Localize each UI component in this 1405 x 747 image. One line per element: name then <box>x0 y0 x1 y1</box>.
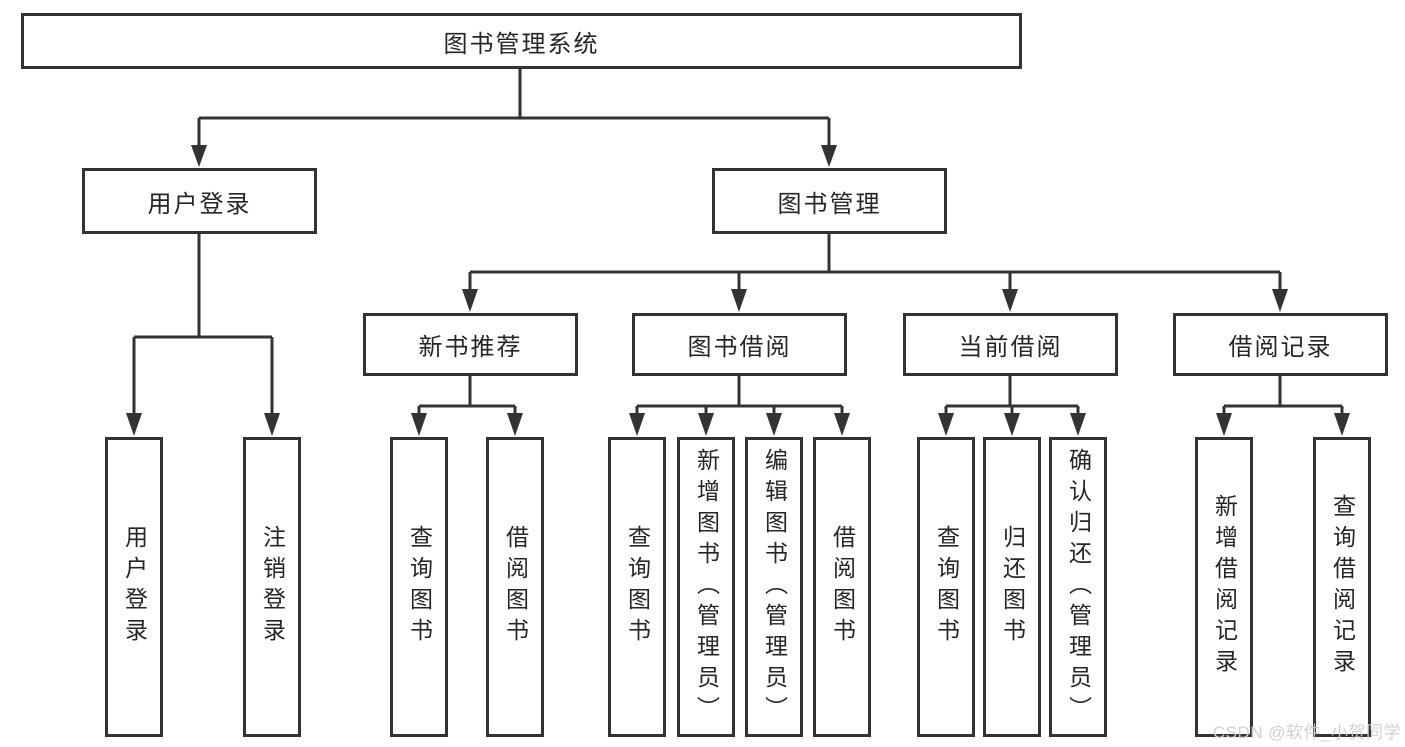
node-new-book-recommendation: 新书推荐 <box>363 313 578 376</box>
node-book-management: 图书管理 <box>712 168 947 234</box>
arrowheads-level3 <box>462 289 1288 312</box>
arrowhead-icon <box>411 413 427 436</box>
arrowhead-icon <box>1334 413 1350 436</box>
csdn-watermark: CSDN @软件_小贺同学 <box>1212 723 1401 742</box>
arrowhead-icon <box>1002 289 1018 312</box>
arrowhead-icon <box>1216 413 1232 436</box>
leaf-logout: 注销登录 <box>243 437 301 737</box>
node-current-borrowing: 当前借阅 <box>903 313 1118 376</box>
leaf-borrow-borrow-books: 借阅图书 <box>813 437 871 737</box>
leaf-current-return-books: 归还图书 <box>983 437 1041 737</box>
node-root-library-management-system: 图书管理系统 <box>21 13 1022 69</box>
arrowhead-icon <box>1272 289 1288 312</box>
leaf-current-confirm-return-admin: 确认归还（管理员） <box>1049 437 1107 737</box>
arrowhead-icon <box>264 413 280 436</box>
node-user-login: 用户登录 <box>82 168 317 234</box>
leaf-current-query-books: 查询图书 <box>917 437 975 737</box>
arrowhead-icon <box>629 413 645 436</box>
leaf-records-add-borrow-record: 新增借阅记录 <box>1195 437 1253 737</box>
leaf-borrow-add-books-admin: 新增图书（管理员） <box>677 437 735 737</box>
leaf-user-login: 用户登录 <box>105 437 163 737</box>
connector-userlogin-to-leaves <box>132 233 274 414</box>
leaf-borrow-query-books: 查询图书 <box>608 437 666 737</box>
arrowhead-icon <box>938 413 954 436</box>
arrowhead-icon <box>462 289 478 312</box>
arrowhead-icon <box>1004 413 1020 436</box>
connector-bookmgmt-to-level3 <box>468 233 1282 290</box>
node-borrowing-records: 借阅记录 <box>1173 313 1388 376</box>
connector-currentborrow-to-leaves <box>944 375 1080 414</box>
leaf-newbook-query-books: 查询图书 <box>390 437 448 737</box>
connector-borrowrecords-to-leaves <box>1222 375 1344 414</box>
leaf-newbook-borrow-books: 借阅图书 <box>486 437 544 737</box>
connector-bookborrow-to-leaves <box>635 375 844 414</box>
arrowhead-icon <box>821 145 837 167</box>
arrowhead-icon <box>698 413 714 436</box>
arrowhead-icon <box>731 289 747 312</box>
arrowhead-icon <box>834 413 850 436</box>
connector-newbookrec-to-leaves <box>417 375 517 414</box>
arrowheads-leaves <box>126 413 1350 436</box>
leaf-records-query-borrow-record: 查询借阅记录 <box>1313 437 1371 737</box>
arrowhead-icon <box>1070 413 1086 436</box>
arrowhead-icon <box>507 413 523 436</box>
leaf-borrow-edit-books-admin: 编辑图书（管理员） <box>745 437 803 737</box>
arrowheads-level2 <box>191 145 837 167</box>
arrowhead-icon <box>126 413 142 436</box>
arrowhead-icon <box>766 413 782 436</box>
arrowhead-icon <box>191 145 207 167</box>
node-book-borrowing: 图书借阅 <box>632 313 847 376</box>
connector-stems <box>132 68 1344 414</box>
connector-root-to-level2 <box>197 68 831 146</box>
